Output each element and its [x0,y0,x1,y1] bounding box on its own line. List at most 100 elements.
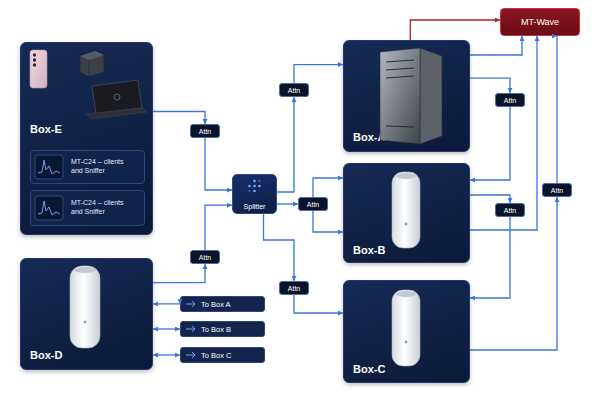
attenuator-box: Attn [190,250,220,264]
connector [205,138,232,190]
laptop-base [86,108,147,119]
waveform-trace [38,201,60,215]
router-edge [89,60,90,77]
instrument-panel: MT-C24 – clients and Sniffer [30,150,145,184]
link-label: To Box C [201,351,231,360]
laptop-screen [92,80,142,114]
link-label: To Box A [201,300,231,309]
attenuator-box: Attn [279,83,309,97]
phone-body [30,50,47,88]
connector [294,295,343,313]
mesh-body [392,172,420,248]
attenuator-label: Attn [288,87,300,94]
splitter-label: Splitter [244,203,266,210]
arrow-glyph [186,352,195,358]
mesh-body [392,290,420,366]
link-label: To Box B [201,325,231,334]
mesh-top [74,267,96,273]
tower-vent [386,68,414,70]
connector [205,205,232,250]
router-top [80,51,104,60]
tower-vent [386,76,414,78]
box-title: Box-C [353,363,385,375]
panel-label: MT-C24 – clients and Sniffer [71,158,133,176]
attenuator-box: Attn [298,197,328,211]
waveform-icon [35,196,63,220]
mesh-unit-illustration [392,290,420,366]
attenuator-label: Attn [199,128,211,135]
mesh-logo [405,223,408,226]
mesh-body [70,266,100,348]
router-body [80,51,104,77]
icon-dot [253,190,256,193]
mesh-logo [405,341,408,344]
connector [277,203,298,204]
phone-camera [33,63,36,66]
phone-illustration [30,50,47,88]
connector [470,107,510,180]
splitter-icon [248,180,261,193]
pc-tower-illustration [380,48,442,144]
connector [153,328,180,329]
attenuator-label: Attn [504,97,516,104]
attenuator-label: Attn [288,285,300,292]
attenuator-label: Attn [307,201,319,208]
test-box: Box-B [343,163,470,263]
tower-side [420,48,442,144]
icon-dot [253,185,256,188]
icon-frame [35,155,63,179]
connector [470,217,510,298]
waveform-trace [38,160,60,174]
link-box: To Box B [180,321,265,337]
connector [470,36,522,55]
box-title: Box-D [30,349,62,361]
box-title: Box-B [353,244,385,256]
attenuator-box: Attn [542,183,572,197]
connector [313,178,343,197]
box-title: Box-E [30,123,62,135]
instrument-label: MT-Wave [521,17,559,27]
icon-dot [249,190,251,192]
icon-dot [259,180,261,182]
test-box: Box-C [343,280,470,383]
attenuator-box: Attn [495,203,525,217]
panel-label: MT-C24 – clients and Sniffer [71,199,133,217]
icon-frame [35,196,63,220]
connector [153,112,205,125]
waveform-icon [35,155,63,179]
connector [294,65,343,83]
connector [470,78,510,93]
phone-camera [33,53,36,56]
attenuator-label: Attn [199,254,211,261]
mini-router-illustration [80,51,104,77]
mesh-unit-illustration [392,172,420,248]
tower-front [380,48,420,144]
mesh-unit-illustration [70,266,100,348]
link-box: To Box A [180,296,265,312]
laptop-logo [114,94,120,100]
connector [264,214,295,281]
icon-dot [248,185,251,188]
connector [153,303,180,304]
arrow-glyph [186,301,195,307]
phone-camera [33,58,36,61]
connector [410,20,500,40]
mesh-top [396,173,416,179]
mesh-top [396,291,416,297]
icon-dot [258,185,261,188]
arrow-glyph [186,326,195,332]
arrow-icon [186,301,195,358]
tower-vent [386,60,414,62]
mesh-logo [84,321,87,324]
instrument-panel: MT-C24 – clients and Sniffer [30,190,145,226]
test-box: Box-A [343,40,470,152]
test-box: Box-D [20,258,153,370]
laptop-illustration [86,80,147,119]
connector [470,36,537,230]
connector [470,197,557,350]
connector [153,264,205,283]
test-box: Box-EMT-C24 – clients and SnifferMT-C24 … [20,42,153,235]
connector [470,195,510,203]
